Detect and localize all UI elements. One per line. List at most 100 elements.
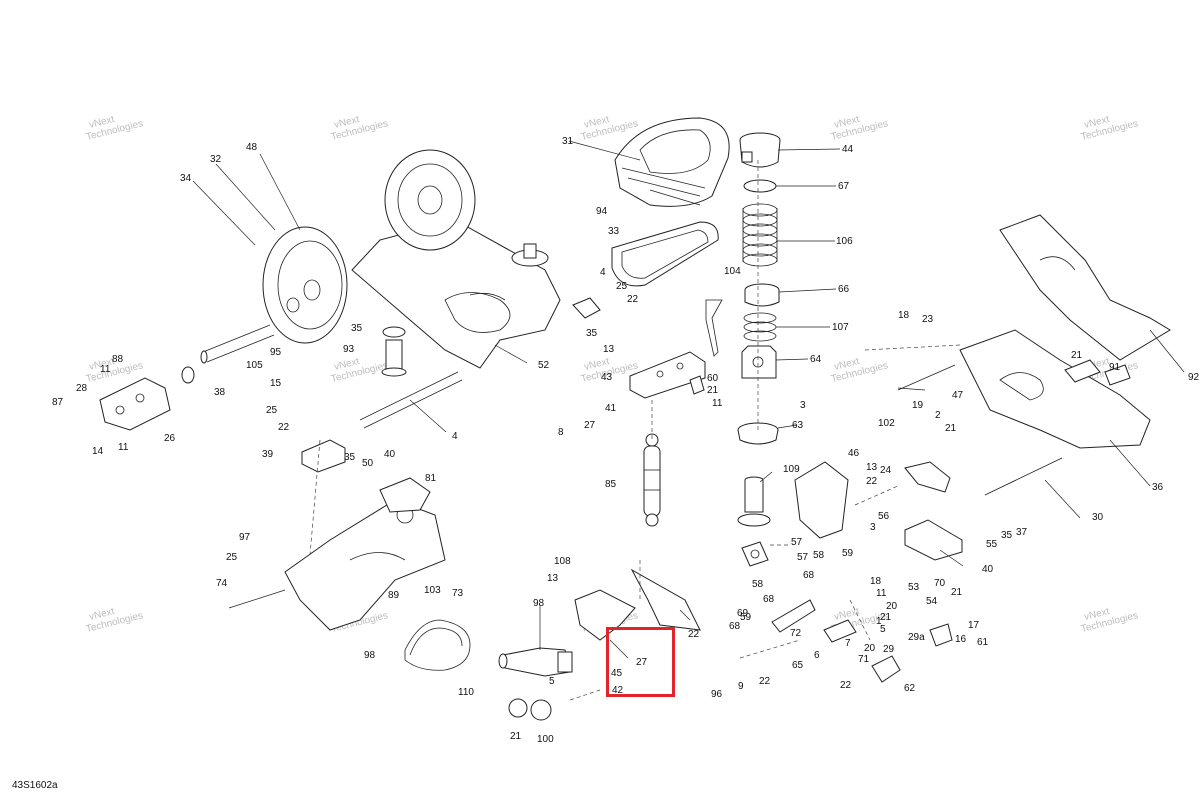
hose-part (404, 619, 471, 671)
bracket-part (741, 345, 777, 379)
callout-label: 46 (848, 448, 860, 459)
mount-plate-part (904, 461, 951, 493)
actuator-part (871, 655, 901, 683)
callout-label: 62 (904, 683, 916, 694)
callout-label: 4 (0, 0, 6, 3)
callout-label: 63 (792, 420, 804, 431)
callout-label: 3 (870, 522, 876, 533)
callout-label: 28 (76, 383, 88, 394)
ring-part (181, 366, 195, 384)
callout-label: 9 (738, 681, 744, 692)
callout-label: 69 (737, 608, 749, 619)
callout-label: 35 (1001, 530, 1013, 541)
callout-label: 68 (729, 621, 741, 632)
drum-cover-part (384, 149, 476, 251)
assembly-lines (309, 160, 961, 701)
gasket-part (611, 221, 719, 287)
callout-label: 34 (180, 173, 192, 184)
callout-label: 40 (384, 449, 396, 460)
callout-label: 52 (538, 360, 550, 371)
callout-label: 11 (100, 364, 111, 375)
callout-label: 42 (612, 685, 624, 696)
callout-label: 11 (118, 442, 129, 453)
right-cover-part (999, 214, 1171, 361)
mount-plate-part (629, 351, 706, 399)
callout-label: 107 (832, 322, 849, 333)
right-frame-part (959, 329, 1151, 449)
trailing-arm-part (351, 219, 561, 369)
o-ring-part (530, 699, 552, 721)
callout-label: 96 (711, 689, 723, 700)
callout-label: 22 (866, 476, 878, 487)
callout-label: 71 (858, 654, 870, 665)
callout-label: 21 (707, 385, 719, 396)
tee-fitting-part (741, 541, 769, 567)
fitting-stack-part (381, 326, 407, 377)
callout-label: 55 (986, 539, 998, 550)
housing-part (794, 461, 849, 539)
callout-label: 26 (164, 433, 176, 444)
pivot-shaft-part (897, 364, 956, 391)
pillow-block-part (301, 439, 346, 473)
callout-label: 106 (836, 236, 853, 247)
callout-label: 22 (840, 680, 852, 691)
callout-label: 7 (845, 638, 851, 649)
highlighted-callouts (609, 639, 629, 659)
callout-label: 85 (605, 479, 617, 490)
rod-part (737, 476, 771, 527)
small-spring-part (743, 312, 777, 342)
callout-label: 5 (880, 624, 886, 635)
lower-frame-part (284, 499, 446, 631)
callout-label: 35 (344, 452, 356, 463)
callout-label: 70 (934, 578, 946, 589)
callout-label: 8 (558, 427, 564, 438)
callout-label: 43 (601, 372, 613, 383)
callout-label: 100 (537, 734, 554, 745)
rear-block-part (904, 519, 963, 561)
callout-label: 21 (951, 587, 963, 598)
callout-label: 87 (52, 397, 64, 408)
callout-label: 98 (364, 650, 376, 661)
callout-label: 102 (878, 418, 895, 429)
coil-spring-part (742, 203, 778, 267)
callout-label: 108 (554, 556, 571, 567)
callout-label: 11 (876, 588, 887, 599)
support-plate-part (574, 589, 636, 641)
callout-label: 6 (814, 650, 820, 661)
bracket-part (1064, 359, 1101, 383)
callout-label: 59 (740, 612, 752, 623)
callout-label: 16 (955, 634, 967, 645)
callout-label: 11 (712, 398, 723, 409)
callout-label: 1 (876, 616, 882, 627)
callout-label: 109 (783, 464, 800, 475)
callout-label: 44 (842, 144, 854, 155)
callout-label: 97 (239, 532, 251, 543)
shaft-part (200, 324, 275, 364)
clamp-part (572, 297, 601, 319)
callout-label: 35 (351, 323, 363, 334)
callout-label: 3 (800, 400, 806, 411)
callout-label: 25 (616, 281, 628, 292)
callout-label: 54 (926, 596, 938, 607)
callout-label: 110 (458, 687, 474, 698)
callout-label: 61 (977, 637, 989, 648)
part-drawings (99, 117, 1171, 721)
callout-label: 25 (266, 405, 278, 416)
callout-label: 47 (952, 390, 964, 401)
callout-label: 22 (688, 629, 700, 640)
callout-label: 18 (870, 576, 882, 587)
highlight-box (606, 627, 675, 697)
pump-part (498, 647, 573, 677)
callout-label: 88 (112, 354, 124, 365)
callout-label: 67 (838, 181, 850, 192)
callout-label: 50 (362, 458, 374, 469)
callout-label: 5 (549, 676, 555, 687)
callout-label: 23 (922, 314, 934, 325)
wire-clip-part (705, 299, 723, 357)
callout-label: 58 (752, 579, 764, 590)
callout-label: 57 (791, 537, 803, 548)
airbox-cover-part (614, 117, 730, 207)
callout-label: 22 (627, 294, 639, 305)
callout-label: 24 (880, 465, 892, 476)
callout-label: 19 (912, 400, 924, 411)
